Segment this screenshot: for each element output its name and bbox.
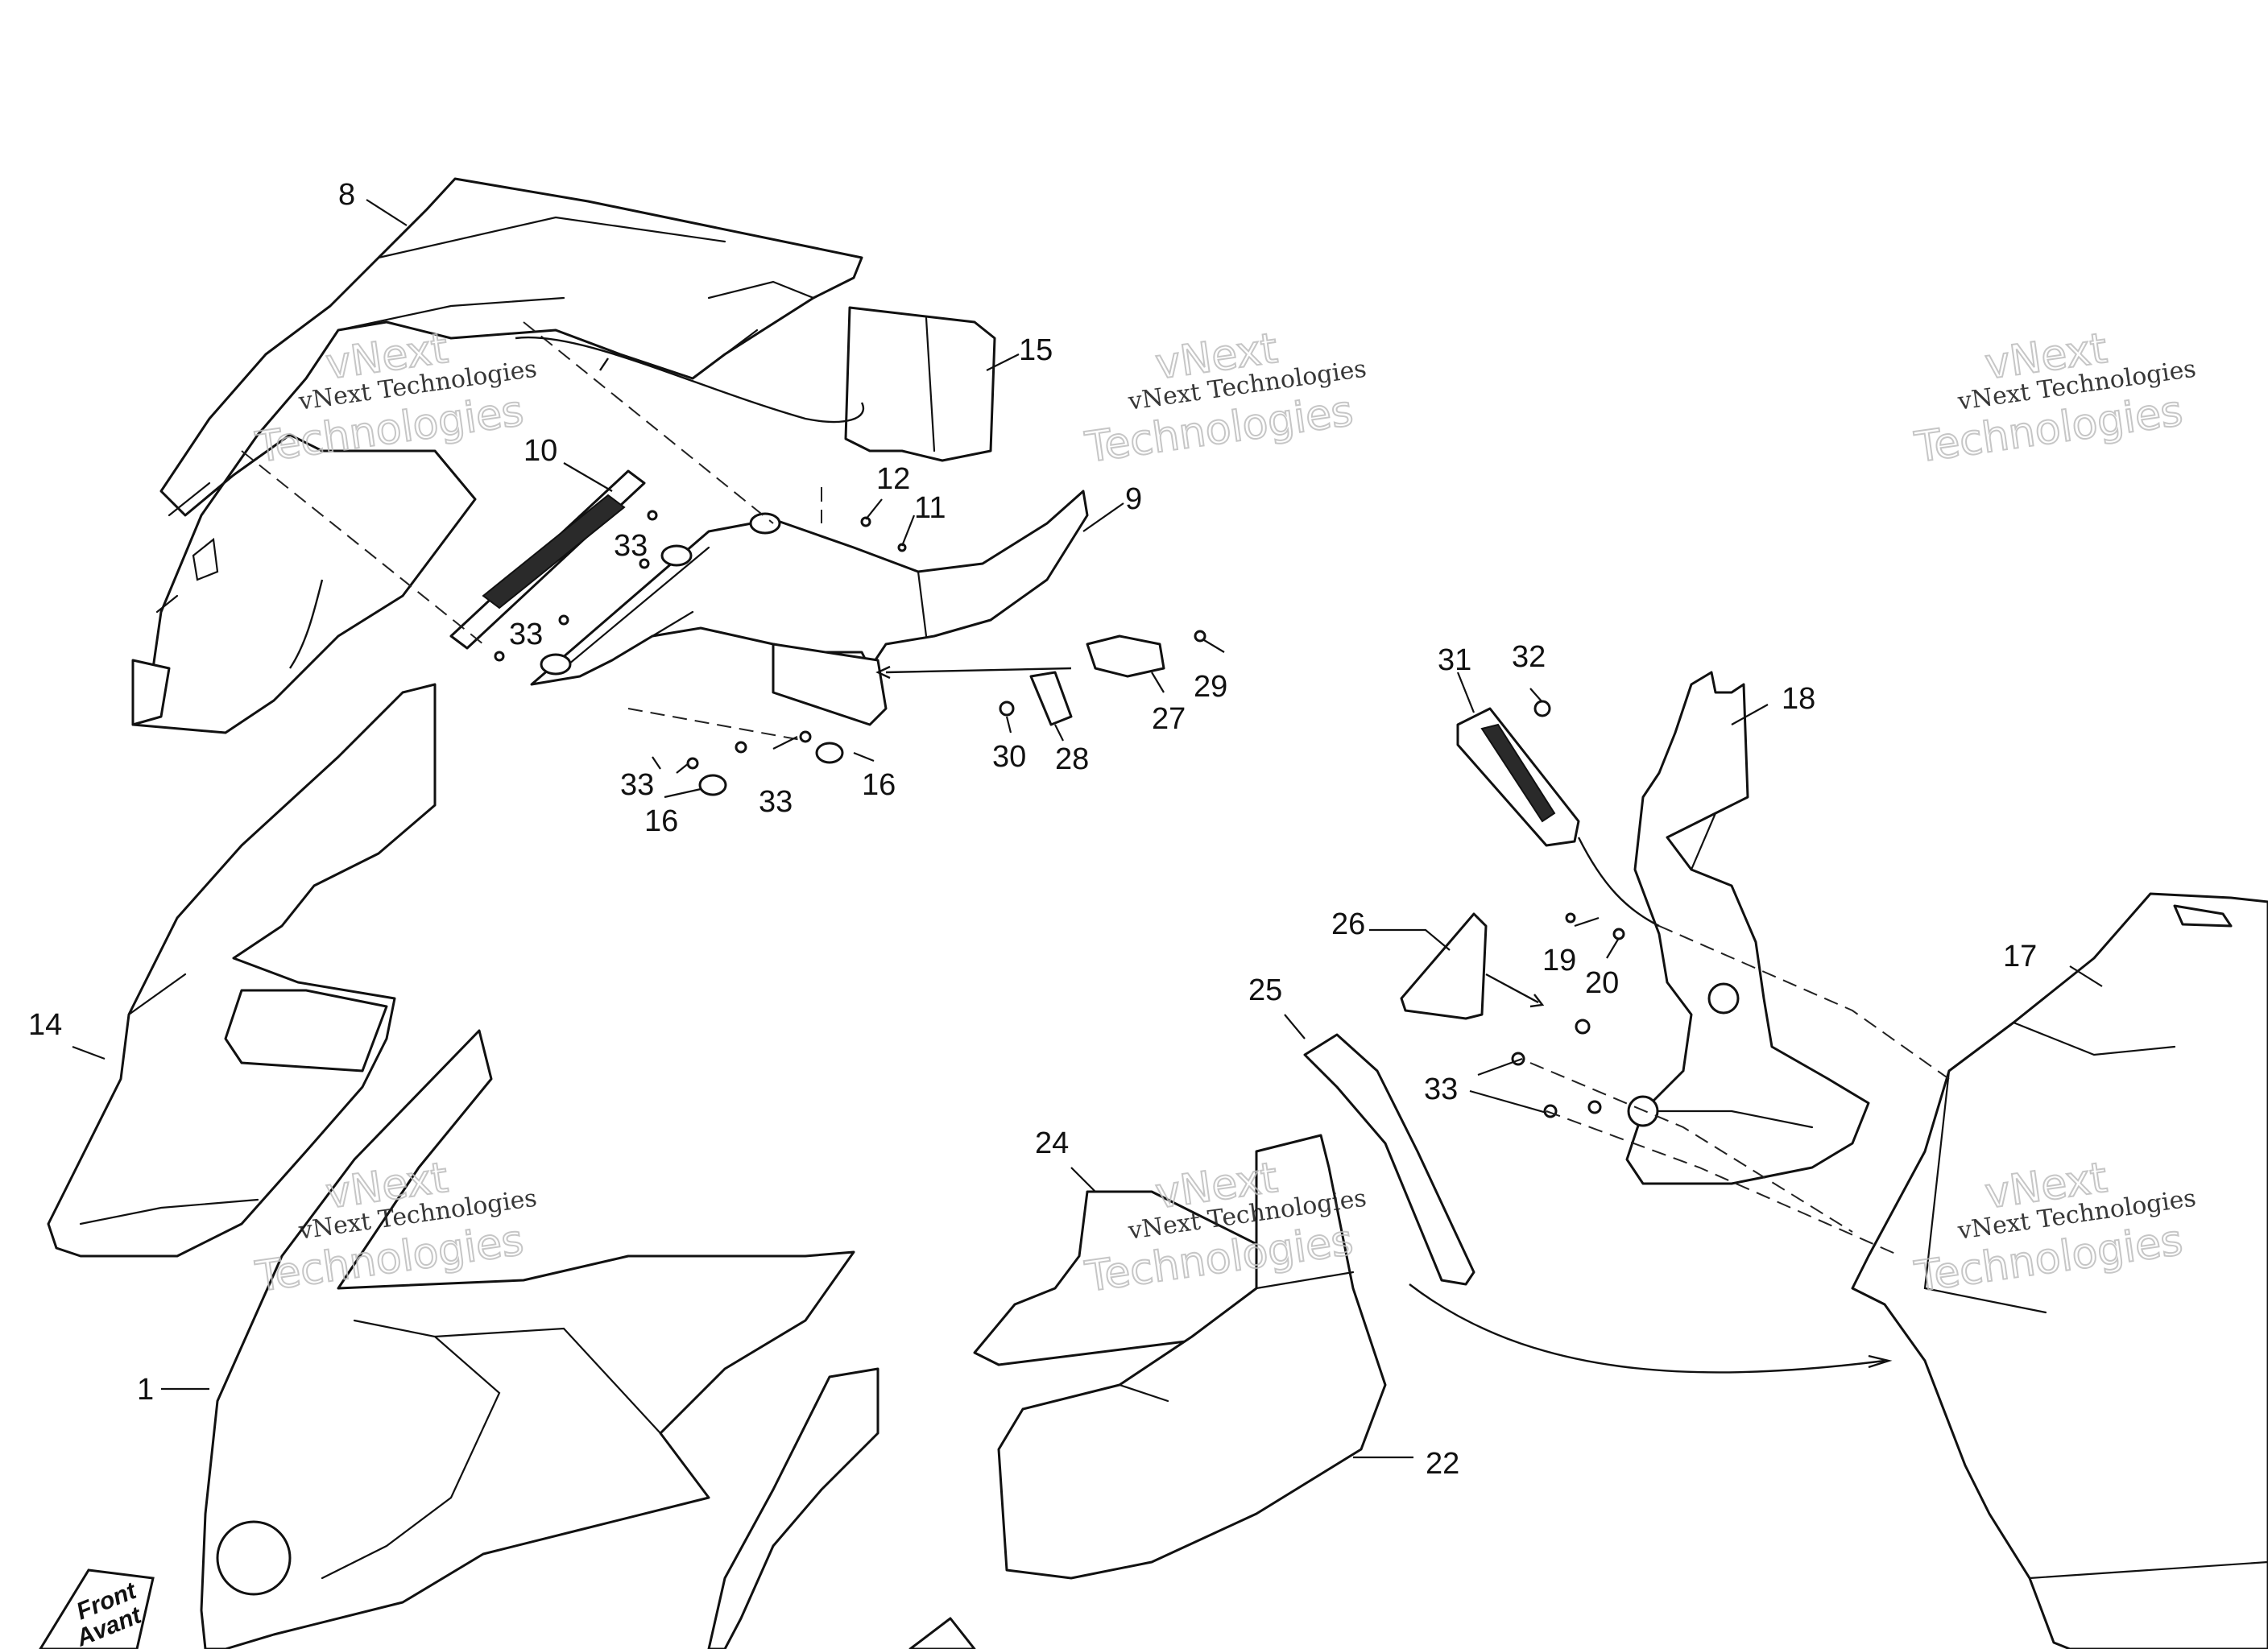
callout-31[interactable]: 31 bbox=[1438, 643, 1471, 677]
watermark-2: vNext vNext Technologies Technologies bbox=[1082, 324, 1368, 473]
callout-16a[interactable]: 16 bbox=[644, 804, 678, 838]
callout-25[interactable]: 25 bbox=[1248, 973, 1282, 1007]
callout-19[interactable]: 19 bbox=[1542, 944, 1576, 977]
callout-11[interactable]: 11 bbox=[914, 491, 946, 525]
leader-lines bbox=[72, 199, 2103, 1459]
part-26-pad[interactable] bbox=[1400, 912, 1488, 1020]
part-14-side-panel[interactable] bbox=[47, 683, 437, 1258]
part-9-bracket[interactable] bbox=[530, 490, 1089, 726]
part-22-fairing[interactable] bbox=[997, 1134, 1387, 1580]
callout-12[interactable]: 12 bbox=[876, 462, 910, 496]
assembly-lines bbox=[241, 321, 1950, 1257]
part-10-grille[interactable] bbox=[449, 469, 646, 650]
callout-8[interactable]: 8 bbox=[338, 178, 355, 212]
arrows bbox=[289, 336, 1893, 1374]
callout-17[interactable]: 17 bbox=[2003, 940, 2037, 973]
callout-33d[interactable]: 33 bbox=[759, 785, 793, 819]
callout-20[interactable]: 20 bbox=[1585, 966, 1619, 1000]
callout-15[interactable]: 15 bbox=[1019, 333, 1053, 367]
callout-33a[interactable]: 33 bbox=[614, 529, 648, 563]
part-31-strap[interactable] bbox=[1456, 707, 1580, 847]
callout-26[interactable]: 26 bbox=[1331, 907, 1365, 941]
watermark-3: vNext vNext Technologies Technologies bbox=[1911, 324, 2198, 473]
callout-22[interactable]: 22 bbox=[1426, 1447, 1459, 1481]
callout-10[interactable]: 10 bbox=[524, 434, 557, 468]
callout-24[interactable]: 24 bbox=[1035, 1126, 1069, 1160]
callout-labels: 8 15 9 10 12 11 33 33 33 33 16 16 30 28 … bbox=[28, 178, 2037, 1481]
callout-27[interactable]: 27 bbox=[1152, 702, 1186, 736]
part-8-upper-panel[interactable] bbox=[131, 177, 863, 734]
fasteners[interactable] bbox=[494, 510, 1625, 1118]
callout-33c[interactable]: 33 bbox=[620, 768, 654, 802]
callout-32[interactable]: 32 bbox=[1512, 640, 1546, 674]
callout-29[interactable]: 29 bbox=[1194, 670, 1227, 704]
callout-18[interactable]: 18 bbox=[1782, 682, 1815, 716]
callout-16b[interactable]: 16 bbox=[862, 768, 896, 802]
callout-1[interactable]: 1 bbox=[137, 1373, 154, 1407]
callout-14[interactable]: 14 bbox=[28, 1008, 62, 1042]
part-17-rear-panel[interactable] bbox=[1851, 892, 2268, 1649]
callout-28[interactable]: 28 bbox=[1055, 742, 1089, 776]
front-direction-logo: Front Avant bbox=[39, 1568, 155, 1649]
callout-33e[interactable]: 33 bbox=[1424, 1072, 1458, 1106]
part-1-nose[interactable] bbox=[200, 1029, 855, 1649]
part-15-panel[interactable] bbox=[844, 306, 996, 462]
part-lower-panel[interactable] bbox=[707, 1367, 976, 1649]
part-25-strip[interactable] bbox=[1303, 1033, 1475, 1286]
callout-30[interactable]: 30 bbox=[992, 740, 1026, 774]
callout-9[interactable]: 9 bbox=[1125, 482, 1142, 516]
callout-33b[interactable]: 33 bbox=[509, 618, 543, 651]
